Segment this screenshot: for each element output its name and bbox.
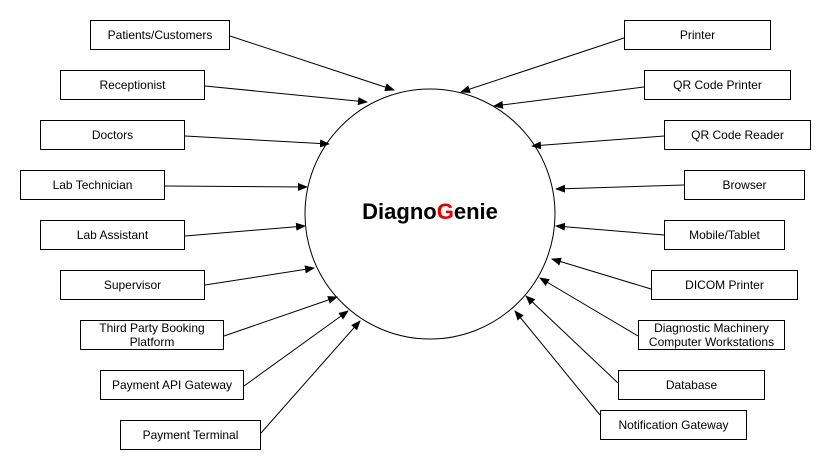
arrow-database — [525, 295, 619, 384]
actor-qr-printer: QR Code Printer — [644, 70, 791, 100]
arrow-mobile-tablet — [555, 222, 665, 236]
actor-database: Database — [618, 370, 765, 400]
arrow-doctors — [184, 135, 330, 148]
arrow-patients — [229, 35, 395, 91]
arrow-qr-reader — [531, 135, 665, 150]
actor-supervisor: Supervisor — [60, 270, 205, 300]
arrow-group — [164, 35, 685, 434]
arrow-dicom-printer — [551, 257, 652, 290]
actor-diagnostic-machinery: Diagnostic Machinery Computer Workstatio… — [638, 320, 785, 350]
actor-payment-terminal: Payment Terminal — [120, 420, 261, 450]
arrow-notification-gateway — [514, 310, 601, 416]
arrow-lab-assistant — [184, 222, 306, 237]
arrow-supervisor — [204, 265, 315, 286]
system-title: DiagnoGenie — [305, 199, 555, 225]
actor-receptionist: Receptionist — [60, 70, 205, 100]
title-highlight: G — [436, 199, 454, 224]
arrow-diagnostic-machinery — [539, 277, 639, 337]
actor-doctors: Doctors — [40, 120, 185, 150]
title-suffix: enie — [453, 199, 498, 224]
actor-lab-technician: Lab Technician — [20, 170, 165, 200]
actor-qr-reader: QR Code Reader — [664, 120, 811, 150]
arrow-qr-printer — [493, 86, 645, 109]
arrow-third-party-booking — [223, 296, 338, 337]
arrow-lab-technician — [164, 182, 308, 191]
actor-printer: Printer — [624, 20, 771, 50]
actor-notification-gateway: Notification Gateway — [600, 410, 747, 440]
actor-third-party-booking: Third Party Booking Platform — [80, 320, 224, 350]
arrow-printer — [460, 37, 625, 93]
actor-mobile-tablet: Mobile/Tablet — [664, 220, 785, 250]
arrow-payment-terminal — [260, 320, 361, 434]
arrow-receptionist — [204, 85, 368, 106]
system-circle — [304, 88, 556, 340]
actor-patients: Patients/Customers — [90, 20, 230, 50]
arrow-payment-api — [243, 310, 349, 387]
actor-lab-assistant: Lab Assistant — [40, 220, 185, 250]
title-prefix: Diagno — [362, 199, 437, 224]
actor-dicom-printer: DICOM Printer — [651, 270, 798, 300]
actor-payment-api: Payment API Gateway — [100, 370, 244, 400]
actor-browser: Browser — [684, 170, 805, 200]
arrow-browser — [555, 184, 685, 193]
